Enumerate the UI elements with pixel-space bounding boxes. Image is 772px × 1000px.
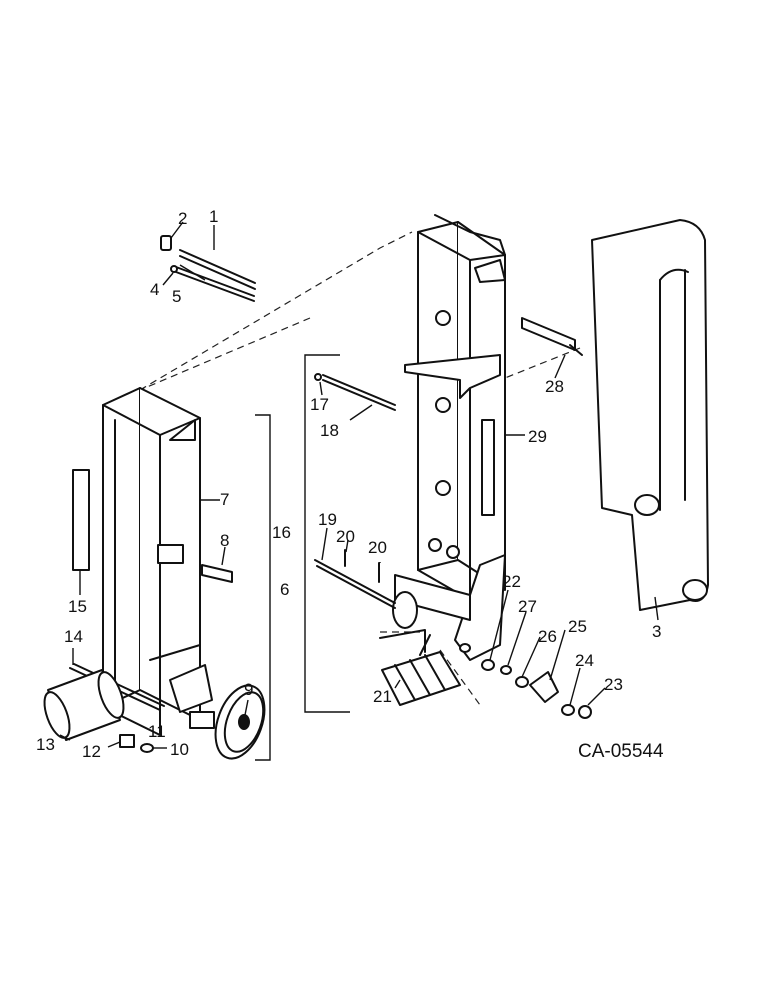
drive-roller <box>379 629 461 706</box>
pin-assembly-top <box>160 235 256 302</box>
callout-20a: 20 <box>336 527 355 546</box>
wheel <box>214 684 266 760</box>
callout-28: 28 <box>545 377 564 396</box>
callout-1: 1 <box>209 207 218 226</box>
callout-14: 14 <box>64 627 83 646</box>
upper-shaft <box>314 373 396 411</box>
callout-13: 13 <box>36 735 55 754</box>
callout-leaders <box>59 221 659 749</box>
callout-15: 15 <box>68 597 87 616</box>
callout-6: 6 <box>280 580 289 599</box>
group-brackets <box>255 354 350 761</box>
left-frame-channel <box>72 387 233 736</box>
callout-12: 12 <box>82 742 101 761</box>
callout-10: 10 <box>170 740 189 759</box>
callout-3: 3 <box>652 622 661 641</box>
callout-21: 21 <box>373 687 392 706</box>
callout-27: 27 <box>518 597 537 616</box>
conveyor-belt <box>591 219 709 611</box>
callout-labels: 1 2 3 4 5 6 7 8 9 10 11 12 13 14 15 16 1… <box>36 207 664 762</box>
alignment-lines <box>139 231 581 706</box>
callout-26: 26 <box>538 627 557 646</box>
callout-7: 7 <box>220 490 229 509</box>
callout-25: 25 <box>568 617 587 636</box>
right-column-channel <box>392 214 506 661</box>
callout-17: 17 <box>310 395 329 414</box>
hardware-stack <box>481 659 592 719</box>
mounting-bracket <box>521 317 583 356</box>
callout-4: 4 <box>150 280 159 299</box>
callout-11: 11 <box>148 722 166 741</box>
callout-5: 5 <box>172 287 181 306</box>
callout-20b: 20 <box>368 538 387 557</box>
callout-18: 18 <box>320 421 339 440</box>
lower-shaft <box>314 549 396 609</box>
callout-2: 2 <box>178 209 187 228</box>
callout-16: 16 <box>272 523 291 542</box>
callout-22: 22 <box>502 572 521 591</box>
drawing-code: CA-05544 <box>578 741 664 762</box>
callout-29: 29 <box>528 427 547 446</box>
callout-24: 24 <box>575 651 594 670</box>
callout-19: 19 <box>318 510 337 529</box>
callout-9: 9 <box>244 680 253 699</box>
roller-shaft-assembly <box>43 663 165 753</box>
callout-23: 23 <box>604 675 623 694</box>
callout-8: 8 <box>220 531 229 550</box>
